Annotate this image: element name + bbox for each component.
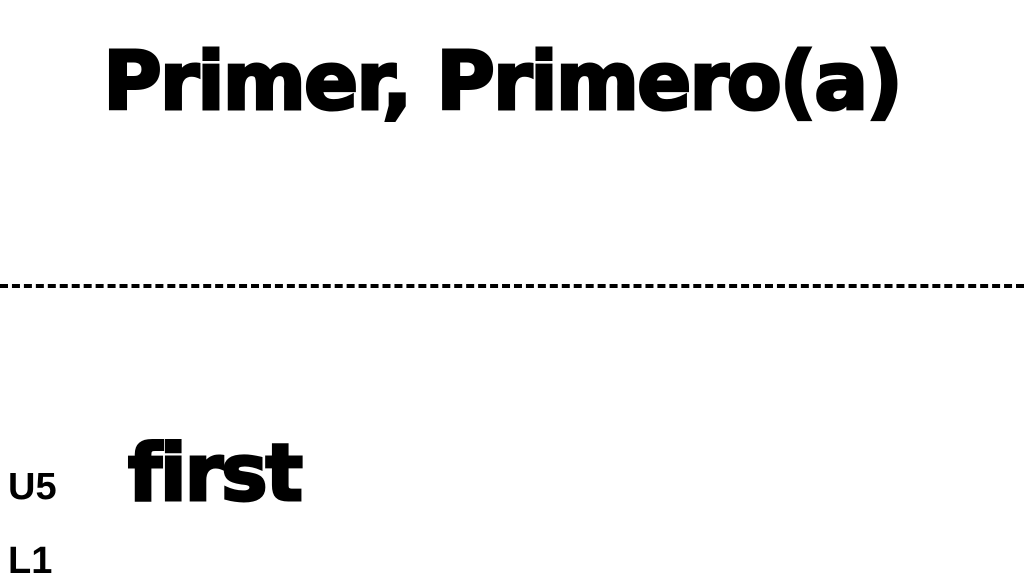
english-term: first — [127, 429, 305, 519]
lesson-label: L1 — [8, 540, 53, 576]
spanish-term: Primer, Primero(a) — [102, 35, 905, 128]
unit-label: U5 — [8, 466, 57, 508]
unit-lesson-label: U5 L1 — [8, 450, 88, 576]
fold-line-divider — [0, 284, 1024, 288]
